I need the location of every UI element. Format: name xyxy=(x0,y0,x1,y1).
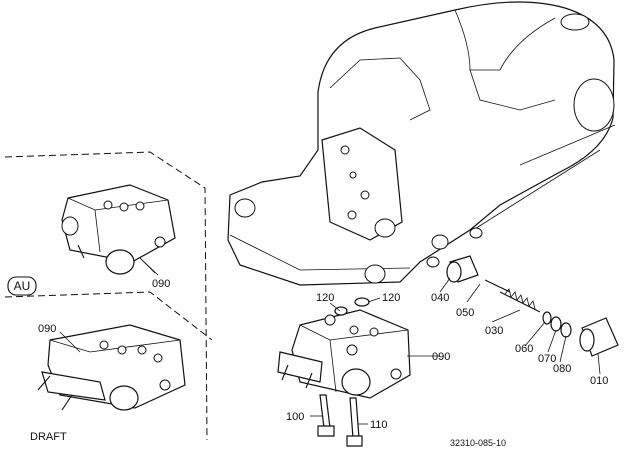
label-090-au: 090 xyxy=(152,278,170,290)
label-050: 050 xyxy=(456,307,474,319)
label-090-main: 090 xyxy=(432,351,450,363)
label-draft: DRAFT xyxy=(30,431,67,443)
label-090-draft: 090 xyxy=(38,323,56,335)
au-badge: AU xyxy=(7,276,37,296)
au-label: AU xyxy=(14,279,31,293)
transmission-housing xyxy=(227,1,616,286)
relief-valve-parts xyxy=(446,255,619,357)
label-010: 010 xyxy=(590,375,608,387)
label-100: 100 xyxy=(286,411,304,423)
label-040: 040 xyxy=(431,292,449,304)
label-120-b: 120 xyxy=(382,292,400,304)
label-060: 060 xyxy=(515,343,533,355)
draft-valve-block xyxy=(37,324,186,411)
main-valve-block xyxy=(277,297,411,447)
leader-lines xyxy=(139,257,601,425)
label-070: 070 xyxy=(538,353,556,365)
variant-boundaries xyxy=(4,151,213,441)
label-080: 080 xyxy=(553,363,571,375)
label-120-a: 120 xyxy=(316,292,334,304)
label-110: 110 xyxy=(370,419,388,431)
label-030: 030 xyxy=(485,325,503,337)
figure-code: 32310-085-10 xyxy=(450,438,506,448)
au-valve-block xyxy=(61,184,176,276)
